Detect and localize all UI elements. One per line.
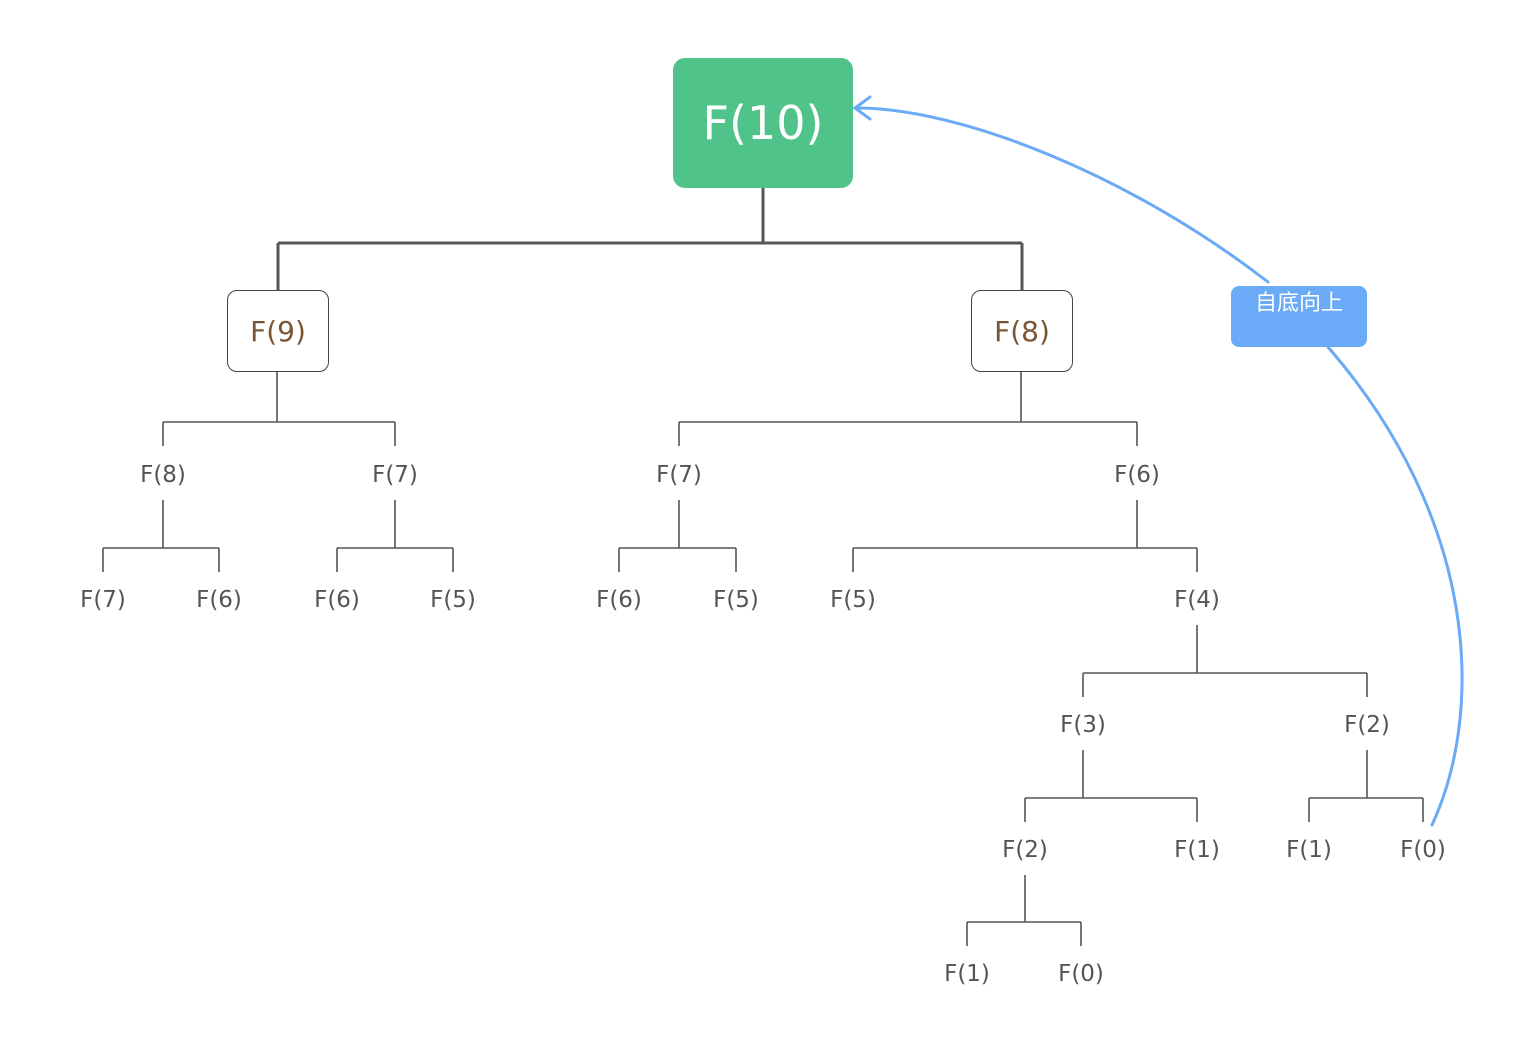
- node-f9: F(9): [227, 290, 329, 372]
- tree-node: F(1): [1286, 837, 1332, 863]
- tree-node: F(8): [140, 462, 186, 488]
- root-label: F(10): [702, 96, 824, 150]
- node-f9-label: F(9): [250, 315, 306, 348]
- f4-connector: [1082, 625, 1368, 697]
- tree-node: F(6): [196, 587, 242, 613]
- tree-node: F(7): [372, 462, 418, 488]
- f8-left-connector: [102, 500, 220, 572]
- tree-node: F(6): [314, 587, 360, 613]
- tree-node: F(0): [1400, 837, 1446, 863]
- bottom-up-arrow-upper: [855, 106, 1270, 284]
- tree-node: F(7): [80, 587, 126, 613]
- root-node: F(10): [673, 58, 853, 188]
- tree-node: F(3): [1060, 712, 1106, 738]
- bottom-up-label: 自底向上: [1254, 291, 1343, 316]
- arrow-head-icon: [852, 95, 872, 121]
- bottom-up-annotation: 自底向上: [1231, 286, 1367, 347]
- tree-node: F(2): [1344, 712, 1390, 738]
- tree-node: F(5): [830, 587, 876, 613]
- tree-node: F(0): [1058, 961, 1104, 987]
- bottom-up-arrow-lower: [1326, 345, 1464, 827]
- f7-left-connector: [336, 500, 454, 572]
- tree-node: F(2): [1002, 837, 1048, 863]
- tree-node: F(6): [596, 587, 642, 613]
- f3-connector: [1024, 750, 1198, 822]
- tree-node: F(6): [1114, 462, 1160, 488]
- tree-node: F(7): [656, 462, 702, 488]
- f2-bottom-connector: [966, 875, 1082, 946]
- root-connector: [276, 188, 1024, 290]
- tree-node: F(5): [430, 587, 476, 613]
- f7-mid-connector: [618, 500, 737, 572]
- node-f8-level1: F(8): [971, 290, 1073, 372]
- tree-node: F(4): [1174, 587, 1220, 613]
- f8-connector: [678, 372, 1138, 446]
- tree-node: F(1): [944, 961, 990, 987]
- tree-node: F(5): [713, 587, 759, 613]
- f6-connector: [852, 500, 1198, 572]
- f9-connector: [162, 372, 396, 446]
- f2-right-connector: [1308, 750, 1424, 822]
- node-f8-level1-label: F(8): [994, 315, 1050, 348]
- tree-node: F(1): [1174, 837, 1220, 863]
